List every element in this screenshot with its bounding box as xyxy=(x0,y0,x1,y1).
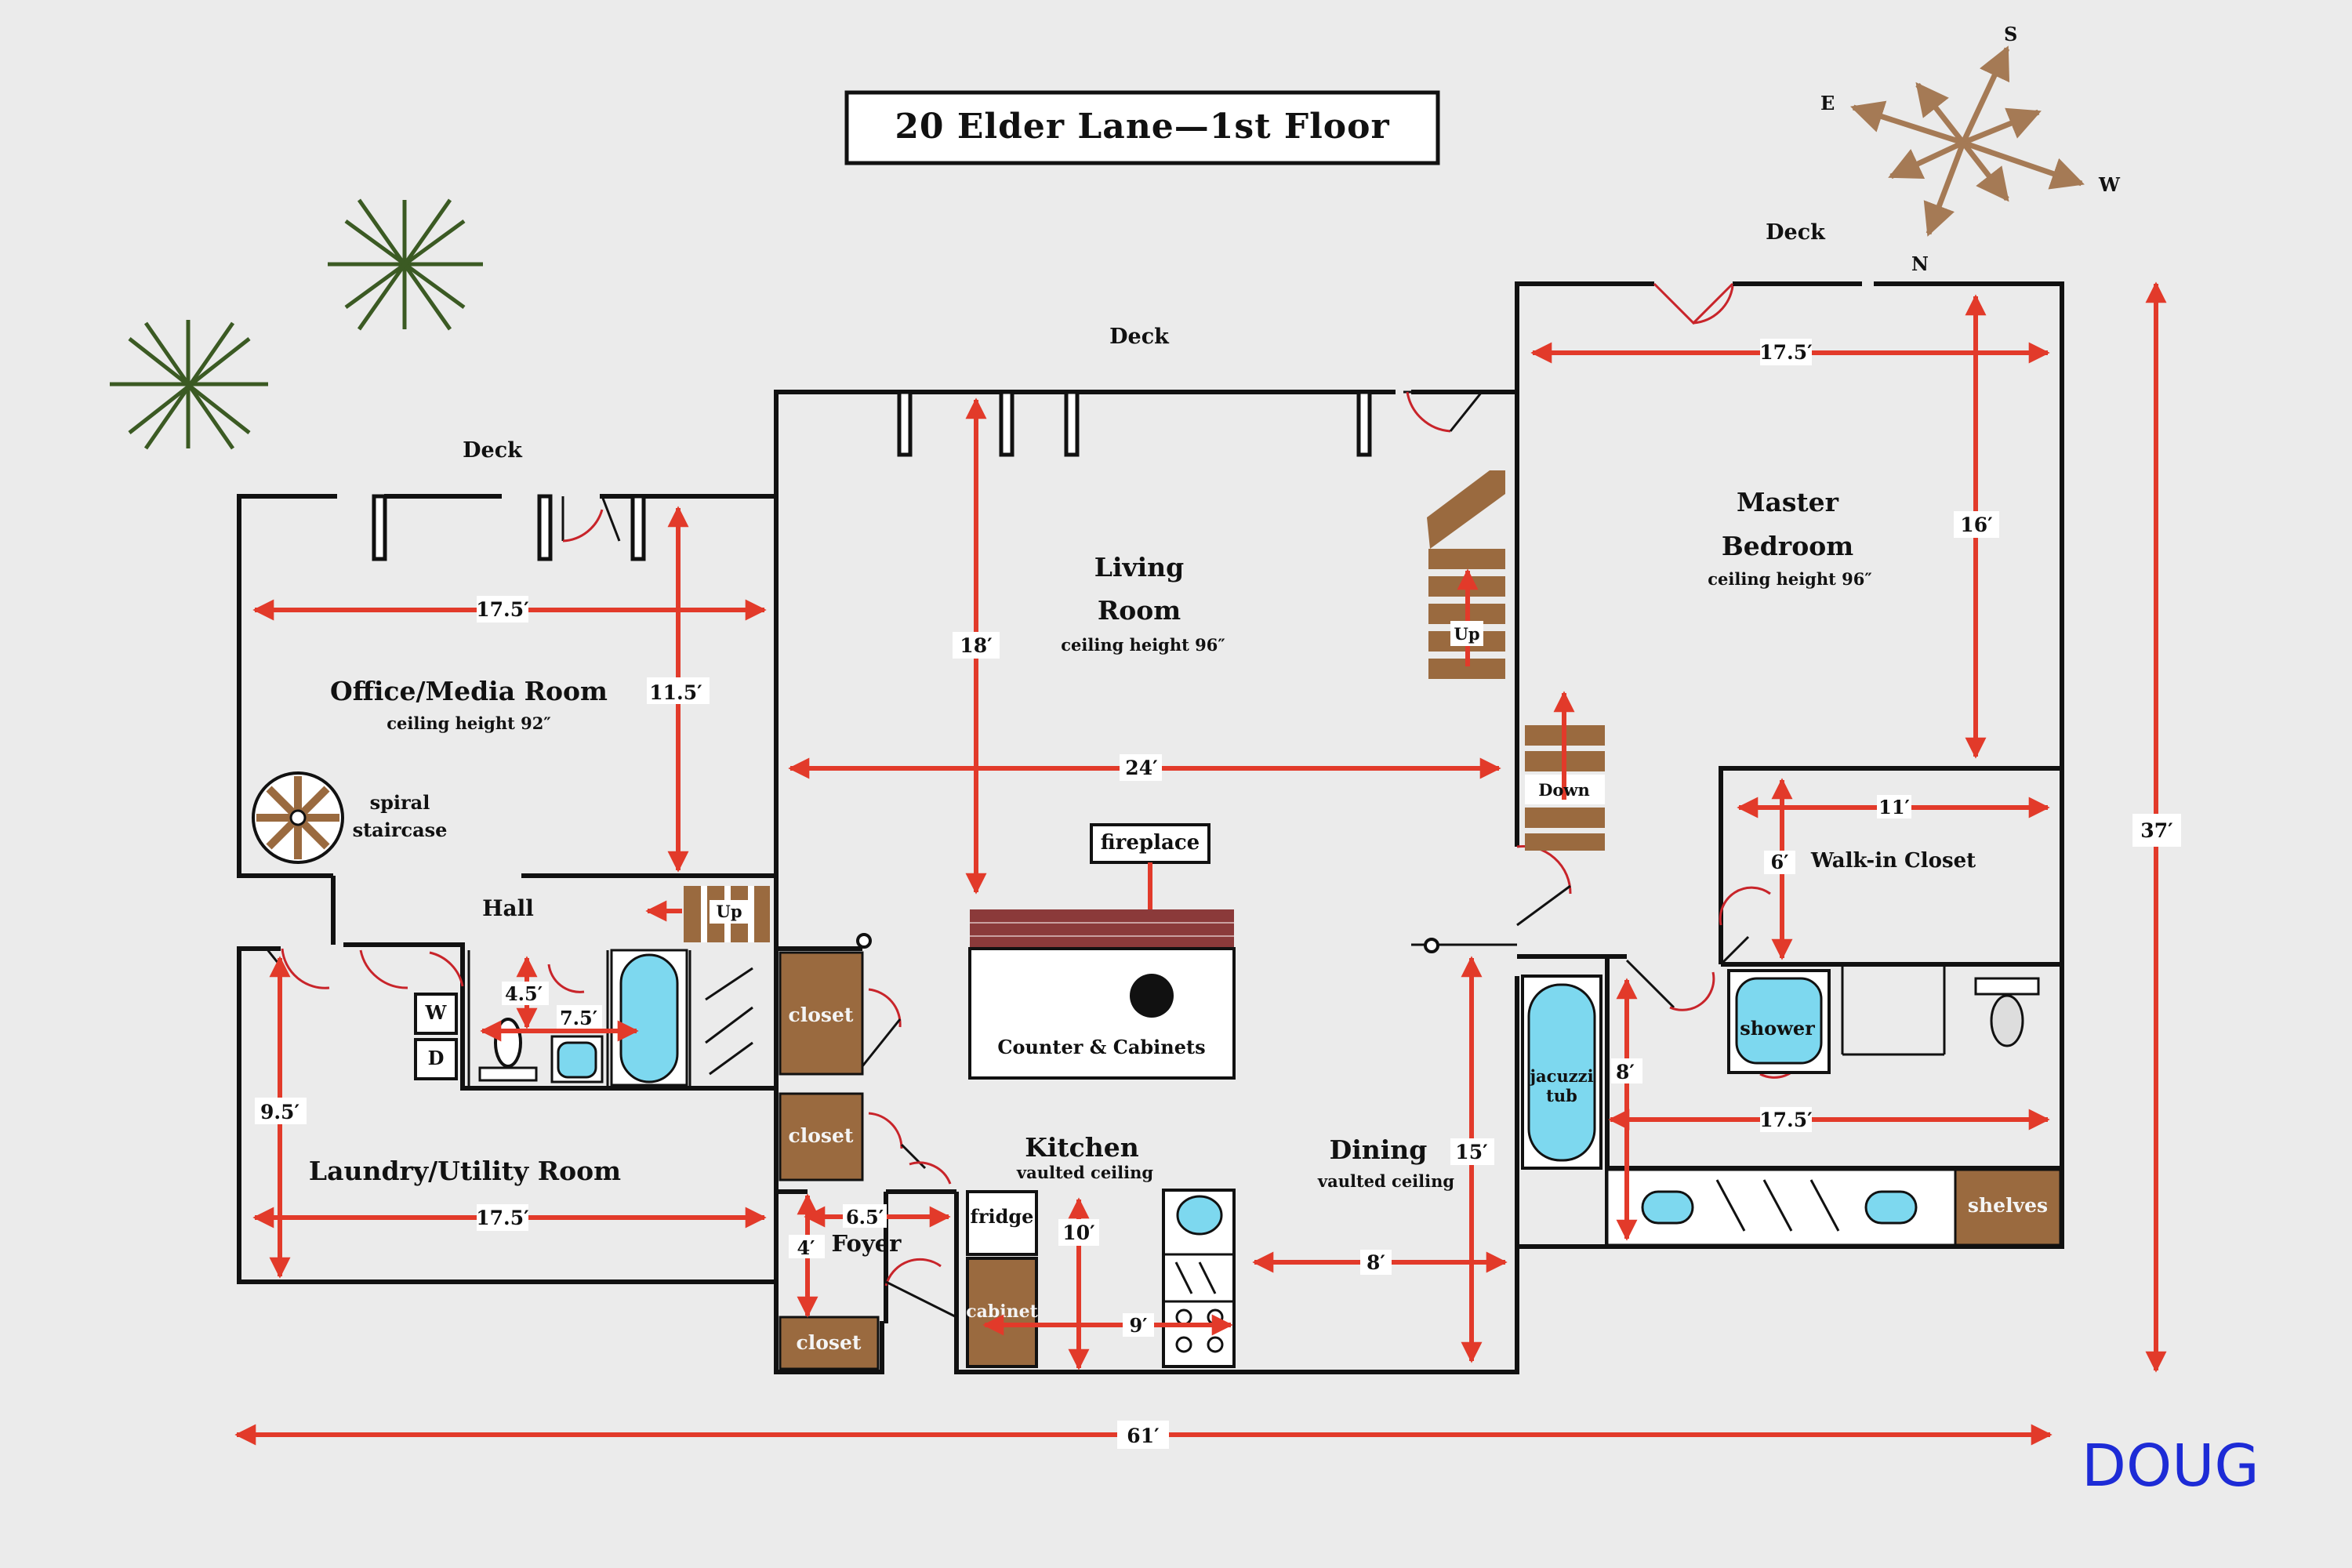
counter-label: Counter & Cabinets xyxy=(997,1036,1205,1058)
master-bath-fixtures: jacuzzi tub shower shelves xyxy=(1521,966,2062,1247)
stairs-up-hall: Up xyxy=(645,886,770,942)
closet-label: closet xyxy=(789,1124,854,1147)
dim-living-width: 24′ xyxy=(1125,757,1157,779)
closet-label: closet xyxy=(789,1004,854,1026)
kitchen-ceiling: vaulted ceiling xyxy=(1016,1163,1153,1182)
compass-east: E xyxy=(1820,92,1835,114)
compass-west: W xyxy=(2098,173,2121,196)
stairs-up-label: Up xyxy=(717,902,742,921)
master-ceiling: ceiling height 96″ xyxy=(1708,569,1872,589)
tree-icon xyxy=(110,320,268,450)
title-box: 20 Elder Lane—1st Floor xyxy=(844,90,1440,165)
living-title-line1: Living xyxy=(1094,552,1185,583)
laundry-title: Laundry/Utility Room xyxy=(309,1156,621,1186)
compass-south: S xyxy=(2004,23,2017,45)
labels: Deck Deck Deck Office/Media Room ceiling… xyxy=(309,220,1976,1257)
cabinet-label: cabinet xyxy=(966,1301,1038,1322)
deck-label: Deck xyxy=(1766,220,1826,245)
stairs-down: Down xyxy=(1525,691,1605,851)
master-title-line2: Bedroom xyxy=(1722,531,1853,561)
tub-label: tub xyxy=(1546,1086,1577,1105)
jacuzzi-label: jacuzzi xyxy=(1528,1066,1593,1086)
staircase-label: staircase xyxy=(353,818,448,841)
dim-walkin-width: 11′ xyxy=(1878,796,1910,818)
shelves-label: shelves xyxy=(1968,1194,2048,1217)
dim-foyer-depth: 4′ xyxy=(797,1236,815,1259)
fridge-label: fridge xyxy=(971,1205,1034,1228)
dim-masterbath-depth: 8′ xyxy=(1616,1061,1635,1083)
dim-bath-width: 7.5′ xyxy=(560,1007,597,1029)
sliding-door-frames xyxy=(372,390,1372,561)
tree-icon xyxy=(328,198,483,331)
hall-title: Hall xyxy=(482,895,534,921)
shower-label: shower xyxy=(1740,1017,1815,1040)
dim-living-depth: 18′ xyxy=(960,634,992,657)
compass-rose-icon: S E W N xyxy=(1820,23,2121,275)
dim-overall-depth: 37′ xyxy=(2140,819,2172,842)
stairs-down-label: Down xyxy=(1538,780,1590,800)
dimension-values: 17.5′ 11.5′ 17.5′ 9.5′ 7.5′ 4.5′ 24′ 18′… xyxy=(255,339,2181,1449)
dim-dining-width: 8′ xyxy=(1367,1251,1385,1274)
signature: DOUG xyxy=(2082,1432,2259,1500)
office-ceiling: ceiling height 92″ xyxy=(387,713,551,733)
fireplace-counter: fireplace Counter & Cabinets xyxy=(968,823,1236,1080)
master-title-line1: Master xyxy=(1737,487,1839,517)
dim-walkin-depth: 6′ xyxy=(1770,851,1788,873)
dryer-label: D xyxy=(428,1047,445,1069)
plan-title: 20 Elder Lane—1st Floor xyxy=(895,107,1389,147)
half-bath-fixtures xyxy=(478,949,753,1087)
compass-north: N xyxy=(1911,252,1929,275)
dim-bath-depth: 4.5′ xyxy=(505,982,543,1005)
deck-label: Deck xyxy=(463,438,523,463)
dim-masterbath-width: 17.5′ xyxy=(1759,1109,1812,1131)
dim-kitchen-depth: 10′ xyxy=(1062,1221,1094,1244)
closet-label: closet xyxy=(797,1331,862,1354)
stairs-up-label: Up xyxy=(1454,624,1480,644)
deck-openings xyxy=(427,281,1862,499)
dining-ceiling: vaulted ceiling xyxy=(1317,1171,1454,1191)
dim-dining-depth: 15′ xyxy=(1455,1141,1487,1163)
dim-office-depth: 11.5′ xyxy=(649,681,702,704)
deck-label: Deck xyxy=(1109,325,1170,349)
fireplace-label: fireplace xyxy=(1101,831,1200,855)
kitchen-appliances: fridge cabinet xyxy=(966,1189,1236,1368)
dim-office-width: 17.5′ xyxy=(476,598,528,621)
stairs-up-living: Up xyxy=(1427,470,1505,679)
dim-master-width: 17.5′ xyxy=(1759,341,1812,364)
office-title: Office/Media Room xyxy=(330,676,608,706)
foyer-title: Foyer xyxy=(832,1230,902,1257)
dim-laundry-depth: 9.5′ xyxy=(260,1101,299,1123)
spiral-staircase-icon xyxy=(252,771,344,864)
washer-label: W xyxy=(425,1001,448,1024)
dining-title: Dining xyxy=(1330,1134,1428,1165)
washer-dryer: W D xyxy=(414,993,458,1080)
dim-laundry-width: 17.5′ xyxy=(476,1207,528,1229)
dim-foyer-width: 6.5′ xyxy=(846,1206,884,1229)
dim-kitchen-width: 9′ xyxy=(1129,1314,1147,1337)
living-ceiling: ceiling height 96″ xyxy=(1061,635,1225,655)
kitchen-title: Kitchen xyxy=(1025,1132,1139,1163)
spiral-label: spiral xyxy=(370,791,430,814)
living-title-line2: Room xyxy=(1098,595,1181,626)
walkin-title: Walk-in Closet xyxy=(1810,849,1976,873)
dim-master-depth: 16′ xyxy=(1960,514,1992,536)
closets: closet closet closet xyxy=(779,951,880,1370)
dim-overall-width: 61′ xyxy=(1127,1425,1159,1447)
